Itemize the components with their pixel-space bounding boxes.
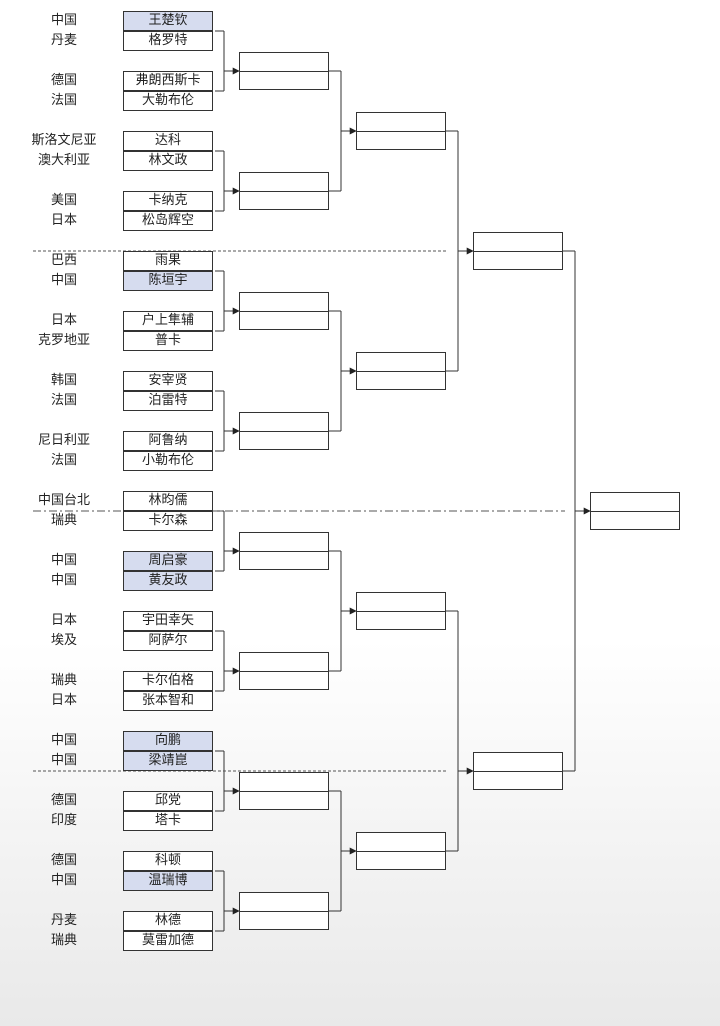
country-label: 中国台北 (37, 493, 90, 508)
country-label: 德国 (50, 73, 77, 88)
player-slot: 阿萨尔 (123, 631, 213, 651)
player-slot: 莫雷加德 (123, 931, 213, 951)
player-slot: 户上隼辅 (123, 311, 213, 331)
semifinal-match-box (473, 752, 563, 790)
player-slot: 梁靖崑 (123, 751, 213, 771)
player-slot: 林文政 (123, 151, 213, 171)
round2-match-box (239, 412, 329, 450)
player-slot: 塔卡 (123, 811, 213, 831)
country-label: 日本 (50, 613, 77, 628)
country-label: 法国 (50, 93, 77, 108)
country-label: 日本 (50, 313, 77, 328)
player-slot: 卡尔森 (123, 511, 213, 531)
country-label: 斯洛文尼亚 (31, 133, 97, 148)
country-label: 瑞典 (50, 513, 77, 528)
semifinal-match-box (473, 232, 563, 270)
country-label: 法国 (50, 393, 77, 408)
country-label: 丹麦 (50, 33, 77, 48)
country-label: 美国 (50, 193, 77, 208)
country-label: 瑞典 (50, 673, 77, 688)
round2-match-box (239, 652, 329, 690)
country-label: 中国 (50, 13, 77, 28)
player-slot: 达科 (123, 131, 213, 151)
country-label: 中国 (50, 753, 77, 768)
player-slot: 大勒布伦 (123, 91, 213, 111)
player-slot: 陈垣宇 (123, 271, 213, 291)
player-slot: 卡纳克 (123, 191, 213, 211)
round3-match-box (356, 592, 446, 630)
country-label: 日本 (50, 693, 77, 708)
player-slot: 张本智和 (123, 691, 213, 711)
country-label: 韩国 (50, 373, 77, 388)
round2-match-box (239, 772, 329, 810)
round3-match-box (356, 352, 446, 390)
player-slot: 黄友政 (123, 571, 213, 591)
country-label: 德国 (50, 853, 77, 868)
country-label: 日本 (50, 213, 77, 228)
country-label: 克罗地亚 (37, 333, 90, 348)
round2-match-box (239, 292, 329, 330)
player-slot: 卡尔伯格 (123, 671, 213, 691)
country-label: 丹麦 (50, 913, 77, 928)
country-label: 中国 (50, 273, 77, 288)
player-slot: 向鹏 (123, 731, 213, 751)
player-slot: 安宰贤 (123, 371, 213, 391)
country-label: 埃及 (50, 633, 77, 648)
player-slot: 邱党 (123, 791, 213, 811)
country-label: 法国 (50, 453, 77, 468)
player-slot: 格罗特 (123, 31, 213, 51)
country-label: 瑞典 (50, 933, 77, 948)
player-slot: 松岛辉空 (123, 211, 213, 231)
country-label: 中国 (50, 573, 77, 588)
player-slot: 弗朗西斯卡 (123, 71, 213, 91)
country-label: 尼日利亚 (37, 433, 90, 448)
player-slot: 林昀儒 (123, 491, 213, 511)
round3-match-box (356, 832, 446, 870)
player-slot: 王楚钦 (123, 11, 213, 31)
player-slot: 小勒布伦 (123, 451, 213, 471)
country-label: 中国 (50, 553, 77, 568)
round2-match-box (239, 172, 329, 210)
round2-match-box (239, 892, 329, 930)
round2-match-box (239, 52, 329, 90)
player-slot: 宇田幸矢 (123, 611, 213, 631)
country-label: 巴西 (50, 253, 77, 268)
player-slot: 周启豪 (123, 551, 213, 571)
player-slot: 林德 (123, 911, 213, 931)
country-label: 德国 (50, 793, 77, 808)
country-label: 中国 (50, 733, 77, 748)
player-slot: 科顿 (123, 851, 213, 871)
player-slot: 阿鲁纳 (123, 431, 213, 451)
country-label: 中国 (50, 873, 77, 888)
country-label: 澳大利亚 (37, 153, 90, 168)
round3-match-box (356, 112, 446, 150)
player-slot: 温瑞博 (123, 871, 213, 891)
round2-match-box (239, 532, 329, 570)
country-label: 印度 (50, 813, 77, 828)
final-match-box (590, 492, 680, 530)
player-slot: 普卡 (123, 331, 213, 351)
player-slot: 泊雷特 (123, 391, 213, 411)
player-slot: 雨果 (123, 251, 213, 271)
